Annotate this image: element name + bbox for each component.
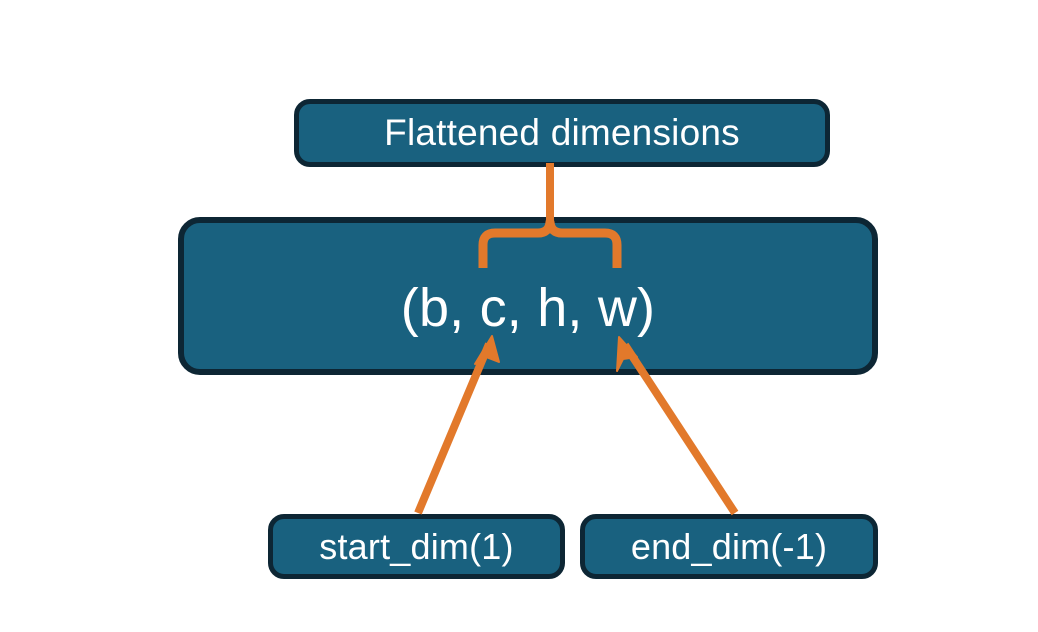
tensor-shape-box[interactable]: (b, c, h, w) — [178, 217, 878, 375]
start-dim-label: start_dim(1) — [319, 525, 514, 567]
end-dim-box[interactable]: end_dim(-1) — [580, 514, 878, 579]
end-dim-label: end_dim(-1) — [630, 525, 828, 567]
flattened-dimensions-label: Flattened dimensions — [384, 112, 740, 153]
start-dim-box[interactable]: start_dim(1) — [268, 514, 565, 579]
flattened-dimensions-box[interactable]: Flattened dimensions — [294, 99, 830, 167]
tensor-shape-label: (b, c, h, w) — [400, 278, 656, 338]
